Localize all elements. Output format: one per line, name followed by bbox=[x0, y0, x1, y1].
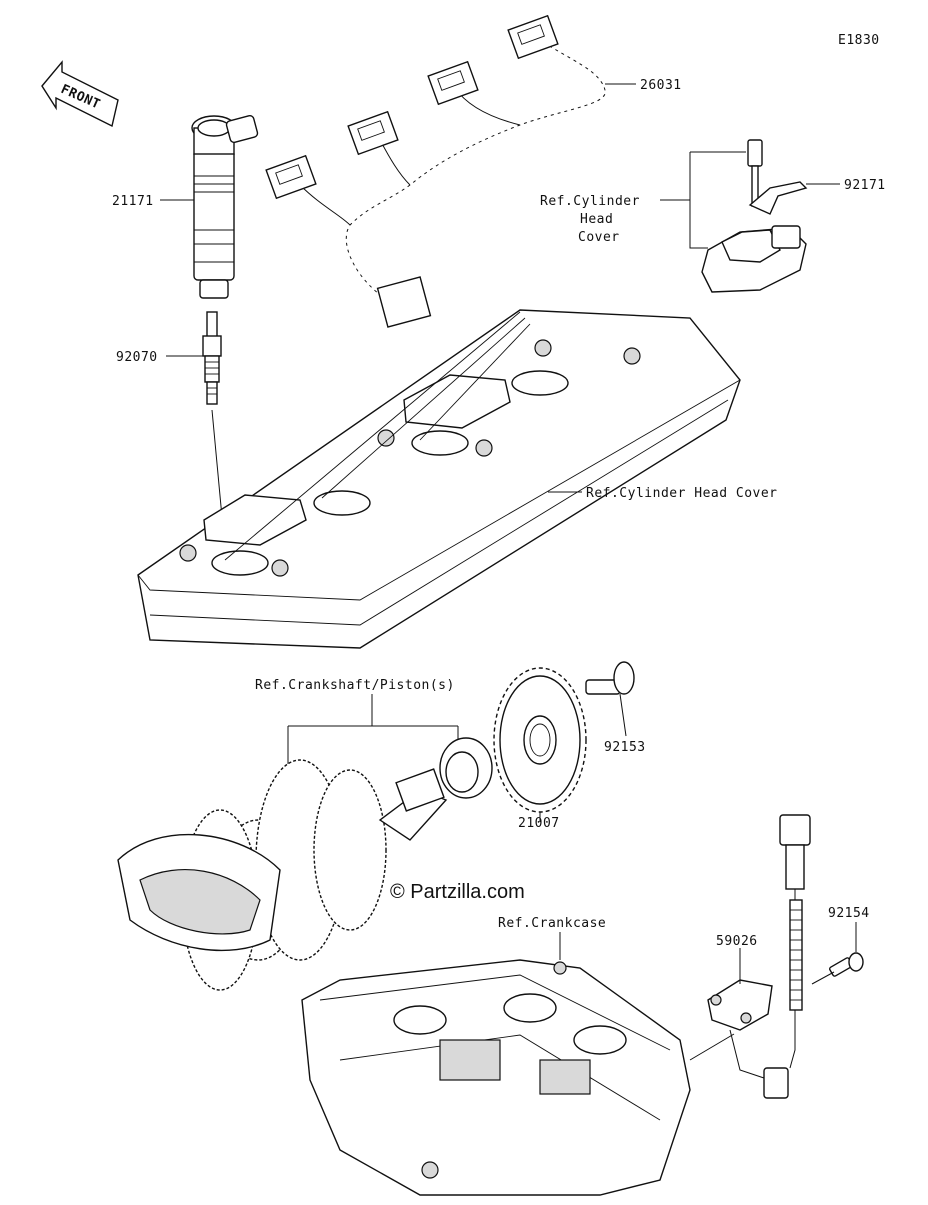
crank-sensor-drawing bbox=[707, 814, 811, 1099]
label-rotor: 21007 bbox=[518, 816, 560, 831]
leader-crankcase-to-sensor bbox=[689, 1033, 735, 1061]
ref-cylinder-head-cover: Ref.Cylinder Head Cover bbox=[586, 486, 778, 501]
ignition-coil-drawing bbox=[191, 114, 259, 299]
ref-cylinder-head-cover-small-2: Head bbox=[580, 212, 613, 227]
watermark: © Partzilla.com bbox=[390, 881, 525, 903]
crankcase-drawing bbox=[301, 959, 691, 1196]
ref-crankcase: Ref.Crankcase bbox=[498, 916, 606, 931]
wiring-harness-drawing bbox=[265, 14, 608, 328]
label-wiring-harness: 26031 bbox=[640, 78, 682, 93]
crankshaft-drawing bbox=[117, 759, 448, 991]
cylinder-head-cover-drawing bbox=[137, 309, 741, 649]
ref-cylinder-head-cover-small-1: Ref.Cylinder bbox=[540, 194, 640, 209]
ref-cylinder-head-cover-small-3: Cover bbox=[578, 230, 620, 245]
diagram-code: E1830 bbox=[838, 33, 880, 48]
ref-crankshaft-piston: Ref.Crankshaft/Piston(s) bbox=[255, 678, 455, 693]
rotor-drawing bbox=[493, 667, 587, 813]
label-spark-plug: 92070 bbox=[116, 350, 158, 365]
needle-bearing-drawing bbox=[439, 737, 493, 799]
leader-92153 bbox=[619, 693, 627, 737]
front-arrow-icon: FRONT bbox=[41, 60, 119, 128]
bolt-drawing bbox=[585, 661, 635, 695]
label-ignition-coil: 21171 bbox=[112, 194, 154, 209]
label-bracket: 92171 bbox=[844, 178, 886, 193]
leader-ref-small-cover bbox=[660, 151, 746, 249]
leader-ref-crankshaft bbox=[287, 694, 459, 770]
small-bolt-drawing bbox=[829, 952, 864, 977]
bracket-drawing bbox=[701, 139, 808, 293]
label-crank-sensor: 59026 bbox=[716, 934, 758, 949]
label-bolt: 92153 bbox=[604, 740, 646, 755]
label-small-bolt: 92154 bbox=[828, 906, 870, 921]
spark-plug-drawing bbox=[202, 311, 222, 405]
leader-92154 bbox=[811, 971, 835, 985]
